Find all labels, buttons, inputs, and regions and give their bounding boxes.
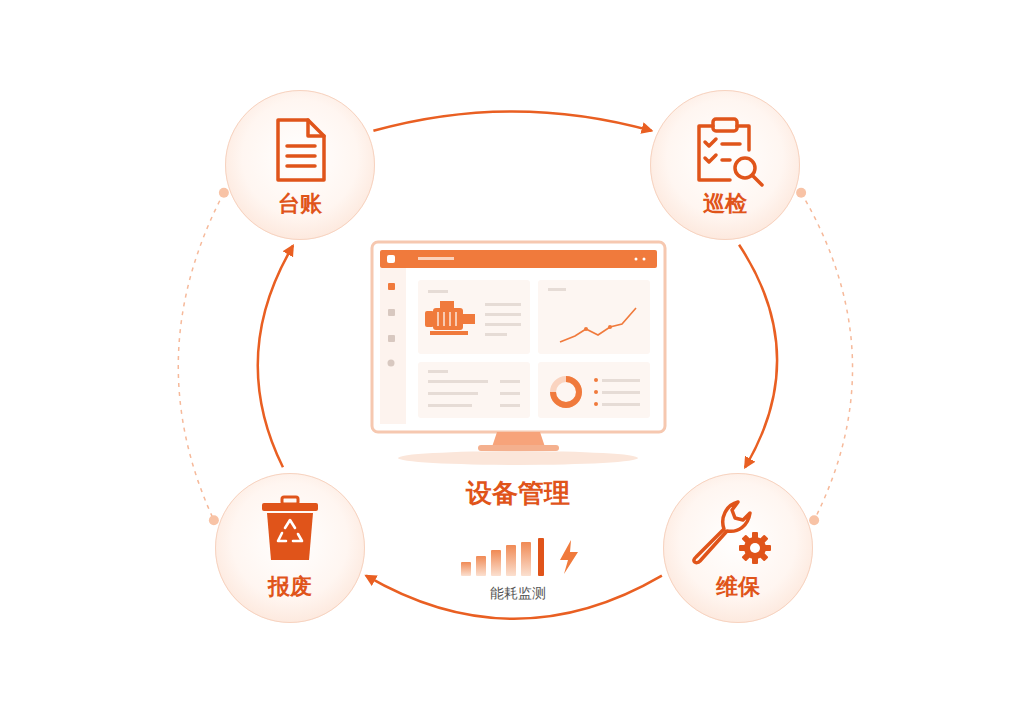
link-dot	[796, 188, 806, 198]
flow-arrow	[373, 111, 651, 130]
node-label: 台账	[278, 189, 322, 219]
scrap-circle: 报废	[215, 473, 365, 623]
inspection-circle: 巡检	[650, 90, 800, 240]
link-dot	[809, 515, 819, 525]
link-dot	[209, 515, 219, 525]
dashed-link	[801, 193, 852, 521]
dashed-link	[178, 193, 224, 521]
maintenance-circle: 维保	[663, 473, 813, 623]
flow-arrow	[258, 246, 293, 468]
flow-arrow	[739, 245, 777, 468]
ledger-circle: 台账	[225, 90, 375, 240]
flow-arrow	[366, 576, 662, 619]
node-label: 维保	[716, 572, 760, 602]
node-label: 报废	[268, 572, 312, 602]
node-label: 巡检	[703, 189, 747, 219]
diagram-title: 设备管理	[466, 476, 570, 511]
energy-label: 能耗监测	[490, 585, 546, 603]
link-dot	[219, 188, 229, 198]
